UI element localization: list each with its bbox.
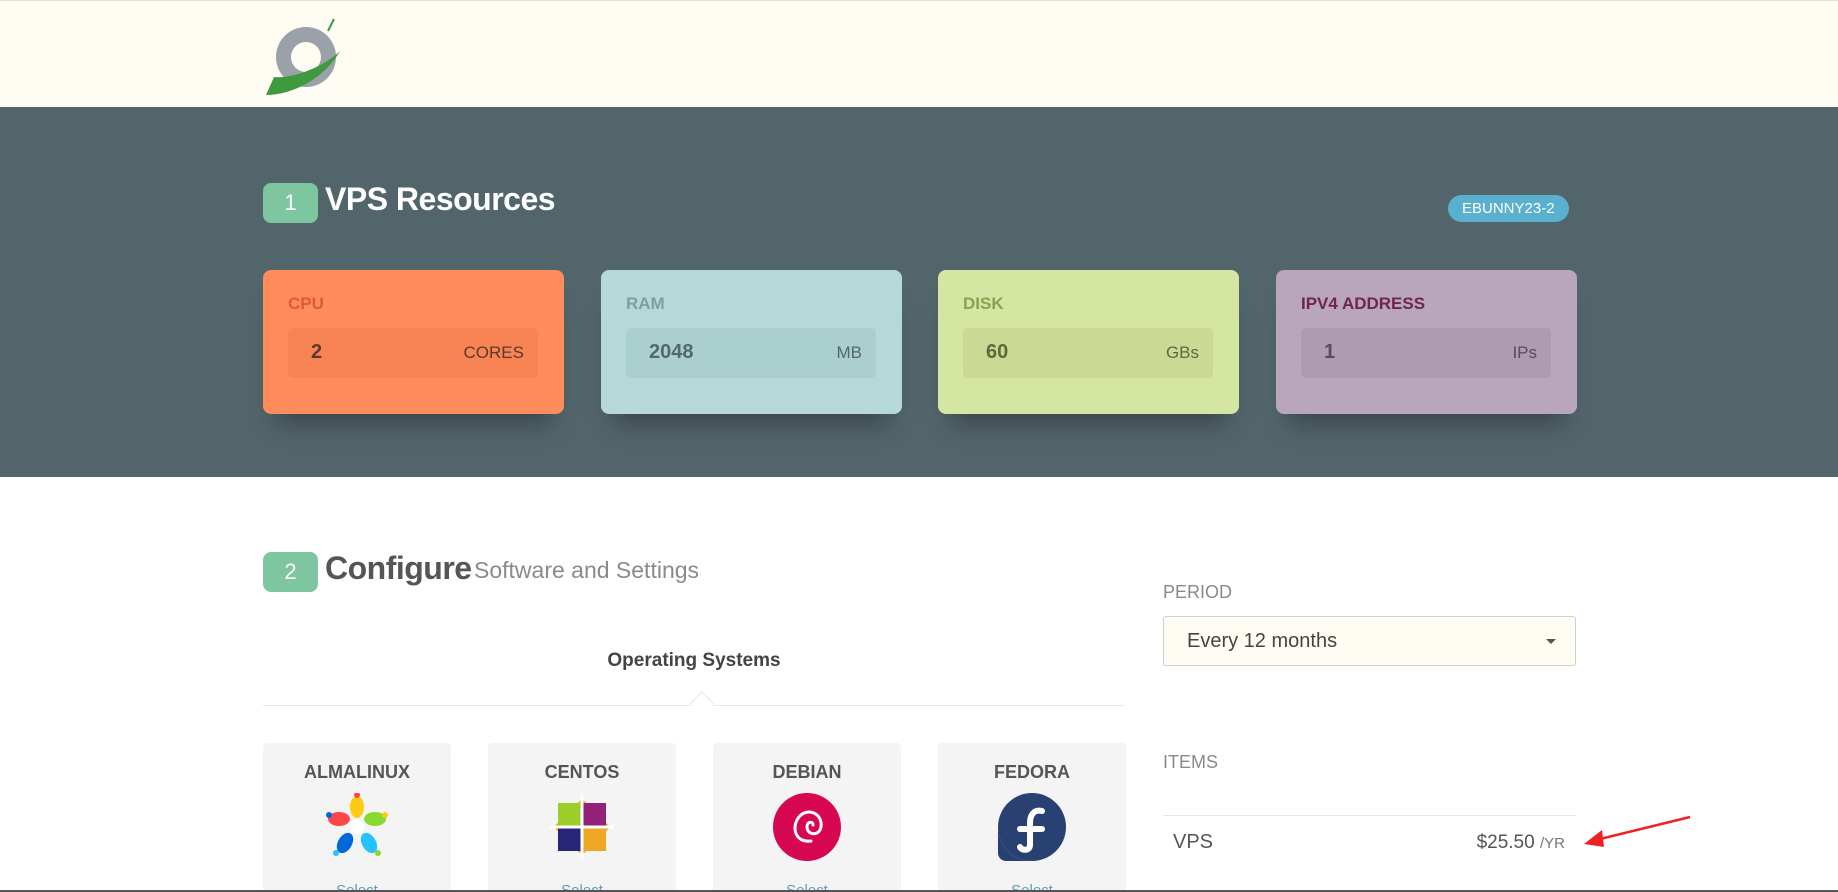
- os-card-centos[interactable]: CENTOS Select: [488, 743, 676, 892]
- ipv4-label: IPV4 ADDRESS: [1301, 294, 1426, 313]
- ipv4-card: IPV4 ADDRESS 1 IPs: [1276, 270, 1577, 414]
- items-label: ITEMS: [1163, 752, 1219, 772]
- cpu-card: CPU 2 CORES: [263, 270, 564, 414]
- item-price-value: $25.50: [1476, 832, 1535, 853]
- item-name: VPS: [1173, 831, 1214, 853]
- disk-value-box[interactable]: 60 GBs: [963, 328, 1213, 378]
- centos-icon: [550, 795, 614, 859]
- tab-operating-systems[interactable]: Operating Systems: [607, 650, 781, 671]
- cpu-value-box[interactable]: 2 CORES: [288, 328, 538, 378]
- os-card-fedora[interactable]: FEDORA Select: [938, 743, 1126, 892]
- configure-title: Configure: [325, 550, 472, 586]
- period-select[interactable]: Every 12 months: [1163, 616, 1576, 666]
- chevron-down-icon: [1546, 639, 1556, 644]
- cpu-unit: CORES: [463, 343, 524, 362]
- company-logo-icon[interactable]: [262, 17, 346, 97]
- debian-icon: [773, 793, 841, 861]
- cpu-label: CPU: [288, 294, 324, 313]
- items-divider: [1163, 815, 1576, 816]
- ipv4-unit: IPs: [1512, 343, 1537, 362]
- ram-value: 2048: [649, 341, 694, 363]
- disk-card: DISK 60 GBs: [938, 270, 1239, 414]
- period-value: Every 12 months: [1187, 630, 1338, 652]
- ipv4-value-box[interactable]: 1 IPs: [1301, 328, 1551, 378]
- page-bottom-edge: [0, 890, 1838, 892]
- os-card-almalinux[interactable]: ALMALINUX Select: [263, 743, 451, 892]
- disk-unit: GBs: [1165, 343, 1199, 362]
- os-select-link[interactable]: Select: [561, 882, 603, 892]
- ipv4-value: 1: [1324, 341, 1336, 363]
- os-select-link[interactable]: Select: [786, 882, 828, 892]
- period-label: PERIOD: [1163, 582, 1233, 602]
- top-header: [0, 0, 1838, 107]
- ram-unit: MB: [836, 343, 863, 362]
- resources-title: VPS Resources: [325, 181, 556, 217]
- os-name: DEBIAN: [772, 762, 842, 782]
- os-select-link[interactable]: Select: [336, 882, 378, 892]
- fedora-icon: [998, 793, 1066, 861]
- os-name: FEDORA: [994, 762, 1070, 782]
- step-1-badge: 1: [263, 183, 318, 223]
- os-card-debian[interactable]: DEBIAN Select: [713, 743, 901, 892]
- red-arrow-annotation-icon: [1584, 815, 1691, 847]
- promo-code-badge: EBUNNY23-2: [1448, 195, 1569, 222]
- almalinux-icon: [326, 793, 388, 856]
- os-select-link[interactable]: Select: [1011, 882, 1053, 892]
- active-tab-caret: [689, 691, 715, 717]
- item-price: $25.50 /YR: [1477, 832, 1565, 854]
- ram-value-box[interactable]: 2048 MB: [626, 328, 876, 378]
- step-2-badge: 2: [263, 552, 318, 592]
- disk-value: 60: [986, 341, 1009, 363]
- configure-subtitle: Software and Settings: [474, 557, 700, 583]
- os-name: ALMALINUX: [304, 762, 410, 782]
- ram-card: RAM 2048 MB: [601, 270, 902, 414]
- item-price-unit: /YR: [1539, 835, 1565, 852]
- cpu-value: 2: [311, 341, 323, 363]
- ram-label: RAM: [626, 294, 665, 313]
- os-name: CENTOS: [544, 762, 620, 782]
- disk-label: DISK: [963, 294, 1004, 313]
